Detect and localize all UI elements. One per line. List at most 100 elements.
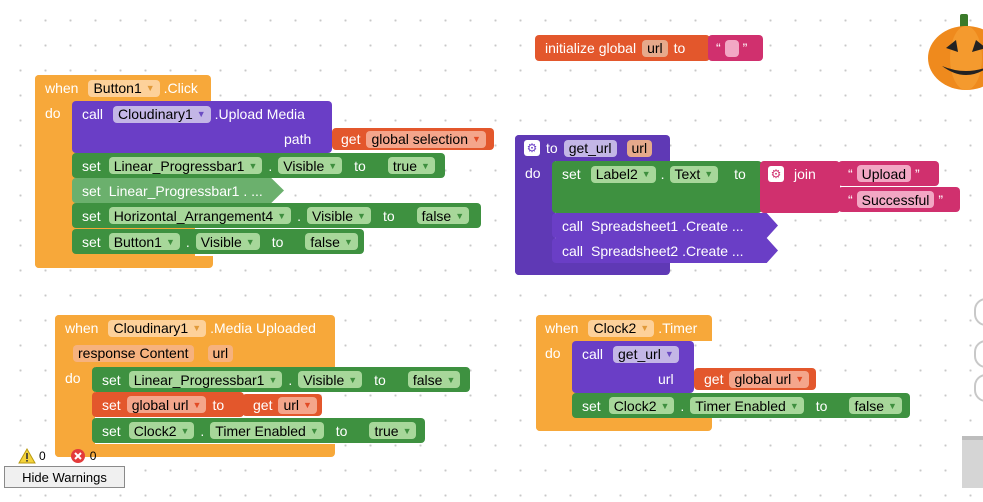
call-label: call [82,106,104,122]
property-dropdown-timer-enabled[interactable]: Timer Enabled [210,422,324,439]
parameter-url[interactable]: url [626,139,653,157]
error-count: 0 [89,449,97,463]
to-label: to [815,397,828,414]
open-quote: “ [716,40,721,56]
zoom-in-control[interactable] [974,298,983,326]
set-block-clock2-timer-enabled-true[interactable]: set Clock2 . Timer Enabled to true [92,418,425,443]
close-quote: ” [938,191,944,208]
text-field-successful[interactable]: Successful [856,191,935,208]
when-label: when [65,320,99,336]
dot-separator: . [660,166,665,182]
get-label: get [341,131,361,147]
variable-dropdown-url[interactable]: url [278,396,317,414]
component-dropdown-button1[interactable]: Button1 [88,79,160,97]
event-name: .Media Uploaded [210,320,316,336]
dot-separator: . [200,422,205,439]
gear-icon[interactable]: ⚙ [768,166,784,182]
set-block-arrangement-visible-false[interactable]: set Horizontal_Arrangement4 . Visible to… [72,203,481,228]
event-parameter-url[interactable]: url [207,344,234,362]
dot-separator: . [288,371,293,388]
set-label: set [82,207,101,224]
component-dropdown-cloudinary1[interactable]: Cloudinary1 [113,105,211,123]
get-block-global-url[interactable]: get global url [694,368,816,390]
set-block-progressbar-visible-true[interactable]: set Linear_Progressbar1 . Visible to tru… [72,153,445,178]
property-dropdown-timer-enabled[interactable]: Timer Enabled [690,397,804,414]
text-field-upload[interactable]: Upload [856,165,912,182]
hide-warnings-button[interactable]: Hide Warnings [4,466,125,488]
global-variable-name-field[interactable]: url [642,39,668,57]
path-label: path [284,131,312,147]
open-quote: “ [848,191,853,208]
call-label: call [562,242,584,259]
set-label: set [102,396,121,413]
join-label: join [794,166,816,182]
set-block-button1-visible-false[interactable]: set Button1 . Visible to false [72,229,364,254]
collapsed-call-spreadsheet1[interactable]: call Spreadsheet1 .Create ... [552,213,778,238]
get-block-url[interactable]: get url [242,394,322,416]
zoom-reset-control[interactable] [974,374,983,402]
set-block-label2-text[interactable] [552,161,762,213]
warning-count: 0 [39,449,46,463]
event-block-clock2-timer-footer [536,418,712,431]
variable-dropdown-global-selection[interactable]: global selection [366,130,486,148]
property-dropdown-text[interactable]: Text [669,165,719,183]
property-dropdown-visible[interactable]: Visible [307,207,371,224]
property-dropdown-visible[interactable]: Visible [298,371,363,388]
do-label: do [525,165,541,181]
text-block-upload[interactable]: “ Upload ” [838,161,939,186]
set-label: set [562,166,581,182]
text-block-successful[interactable]: “ Successful ” [838,187,960,212]
initialize-global-label: initialize global [545,40,637,56]
procedure-name-field[interactable]: get_url [563,139,617,157]
initialize-global-url-block[interactable]: initialize global url to [535,35,710,61]
get-block-global-selection[interactable]: get global selection [332,128,494,150]
component-dropdown-clock2[interactable]: Clock2 [608,397,675,414]
collapsed-set-block-progressbar[interactable]: set Linear_Progressbar1 . ... [72,178,284,203]
event-parameter-response-content[interactable]: response Content [73,344,194,362]
to-label: to [271,233,284,250]
collapsed-call-spreadsheet2[interactable]: call Spreadsheet2 .Create ... [552,238,778,263]
variable-dropdown-global-url[interactable]: global url [729,370,810,388]
procedure-block-get-url-footer [515,262,670,275]
gear-icon[interactable]: ⚙ [524,140,540,156]
variable-dropdown-global-url[interactable]: global url [126,396,207,413]
method-name: .Upload Media [214,106,305,122]
call-label: call [562,217,584,234]
component-dropdown-linear-progressbar1[interactable]: Linear_Progressbar1 [108,157,263,174]
set-block-clock2-timer-enabled-false[interactable]: set Clock2 . Timer Enabled to false [572,393,910,418]
boolean-dropdown-true[interactable]: true [387,157,435,174]
boolean-dropdown-false[interactable]: false [305,233,358,250]
trash-can-icon[interactable] [962,436,983,488]
set-label: set [82,182,101,199]
component-dropdown-cloudinary1[interactable]: Cloudinary1 [108,319,207,337]
component-dropdown-button1[interactable]: Button1 [108,233,180,250]
empty-text-block[interactable]: “ ” [708,35,763,61]
empty-text-field[interactable] [724,39,739,57]
property-dropdown-visible[interactable]: Visible [195,233,260,250]
boolean-dropdown-false[interactable]: false [849,397,902,414]
component-dropdown-label2[interactable]: Label2 [590,165,656,183]
set-label: set [102,422,121,439]
boolean-dropdown-false[interactable]: false [416,207,470,224]
set-label: set [582,397,601,414]
boolean-dropdown-true[interactable]: true [369,422,417,439]
procedure-dropdown-get-url[interactable]: get_url [613,345,679,363]
set-global-url-block[interactable]: set global url to [92,392,244,417]
property-dropdown-visible[interactable]: Visible [278,157,343,174]
collapsed-block-text: Spreadsheet2 .Create ... [591,242,744,259]
get-label: get [253,397,273,413]
component-dropdown-clock2[interactable]: Clock2 [588,319,655,337]
get-label: get [704,371,724,387]
close-quote: ” [742,40,748,56]
component-dropdown-clock2[interactable]: Clock2 [128,422,195,439]
zoom-out-control[interactable] [974,340,983,368]
argument-label-url: url [658,371,674,387]
set-block-progressbar-visible-false[interactable]: set Linear_Progressbar1 . Visible to fal… [92,367,470,392]
event-name: .Timer [658,320,698,336]
boolean-dropdown-false[interactable]: false [407,371,461,388]
set-label: set [102,371,121,388]
component-dropdown-horizontal-arrangement4[interactable]: Horizontal_Arrangement4 [108,207,292,224]
component-dropdown-linear-progressbar1[interactable]: Linear_Progressbar1 [128,371,283,388]
to-label: to [335,422,348,439]
collapsed-block-text: Spreadsheet1 .Create ... [591,217,744,234]
